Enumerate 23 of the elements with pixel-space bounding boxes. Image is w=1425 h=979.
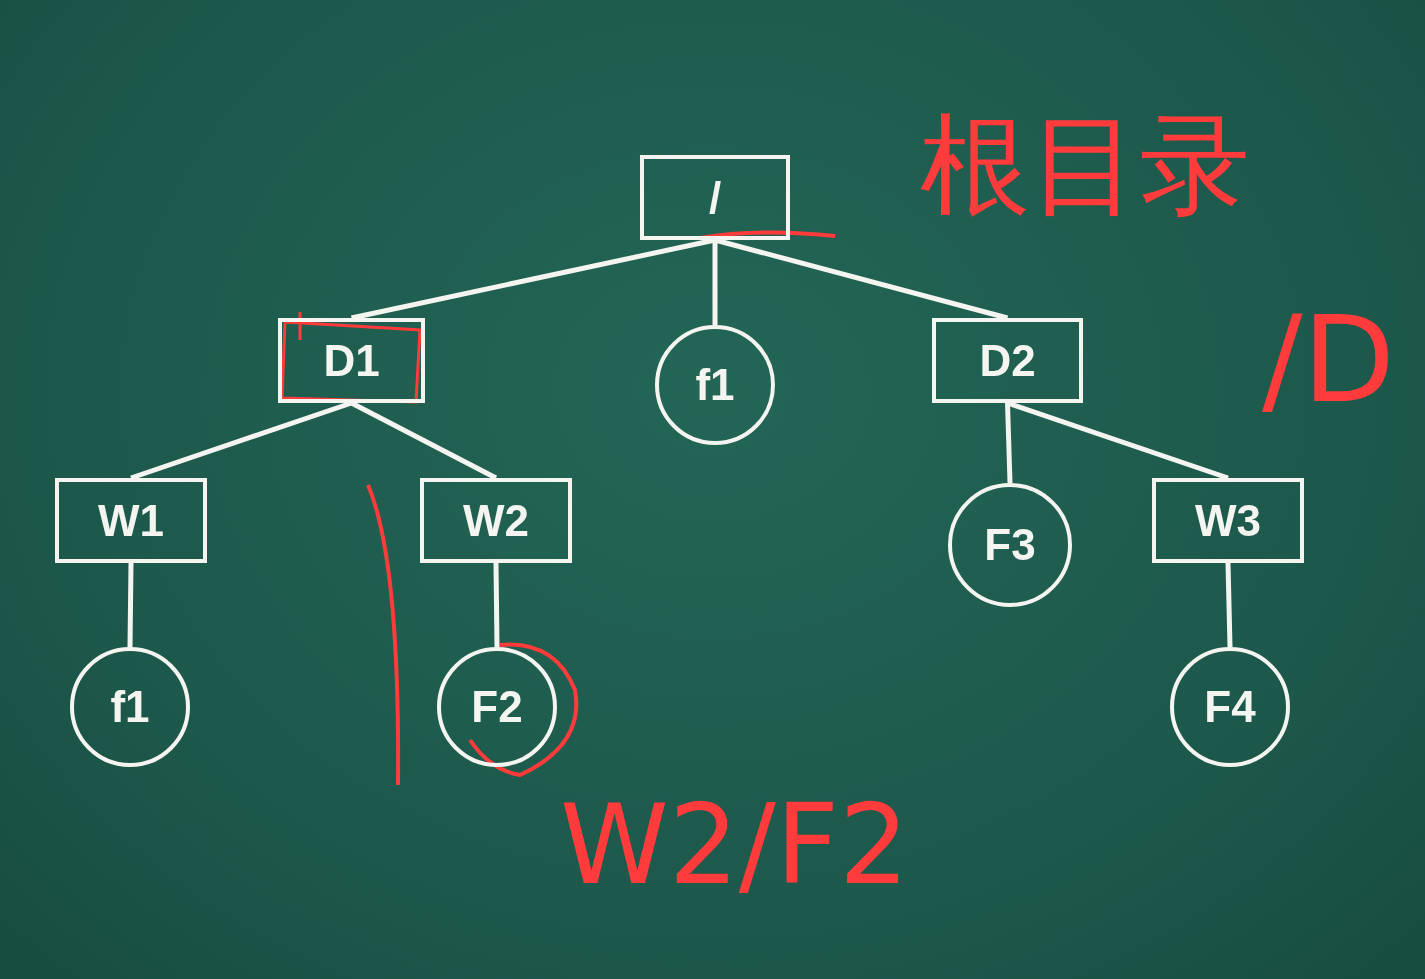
file-circle: f1 xyxy=(70,647,190,767)
handwritten-note: /D xyxy=(1262,300,1395,420)
connector-line xyxy=(712,240,718,325)
file-circle: F3 xyxy=(948,483,1072,607)
connector-line xyxy=(1225,562,1233,648)
directory-box: W3 xyxy=(1152,478,1304,563)
connector-line xyxy=(130,400,353,481)
connector-line xyxy=(350,400,498,481)
file-circle: f1 xyxy=(655,325,775,445)
connector-line xyxy=(493,562,500,648)
directory-box: / xyxy=(640,155,790,240)
directory-box: W1 xyxy=(55,478,207,563)
connector-line xyxy=(350,237,716,321)
connector-line xyxy=(1005,402,1013,484)
connector-line xyxy=(127,562,134,648)
file-circle: F4 xyxy=(1170,647,1290,767)
connector-line xyxy=(714,237,1009,321)
handwritten-note: 根目录 xyxy=(920,110,1250,220)
file-circle: F2 xyxy=(437,647,557,767)
handwritten-note: W2/F2 xyxy=(560,790,910,900)
directory-box: W2 xyxy=(420,478,572,563)
directory-box: D1 xyxy=(278,318,425,403)
directory-box: D2 xyxy=(932,318,1083,403)
